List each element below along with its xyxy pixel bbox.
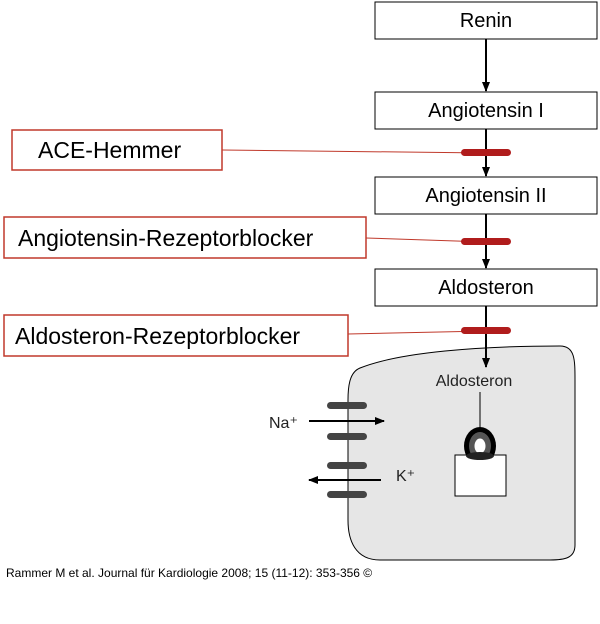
block-bar-mra xyxy=(461,327,511,334)
box-renin-label: Renin xyxy=(460,10,512,32)
nucleus-box xyxy=(454,454,507,497)
block-bar-ace xyxy=(461,149,511,156)
box-renin xyxy=(374,1,598,40)
channel-bar-1 xyxy=(327,402,367,409)
box-angiotensin-1-label: Angiotensin I xyxy=(428,100,544,122)
inhibitor-mra-box xyxy=(3,314,349,357)
box-aldosteron xyxy=(374,268,598,307)
connector-ace xyxy=(221,149,487,154)
channel-bar-4 xyxy=(327,491,367,498)
ion-na-label: Na⁺ xyxy=(269,415,298,432)
block-bar-arb xyxy=(461,238,511,245)
inhibitor-arb-label: Angiotensin-Rezeptorblocker xyxy=(18,225,314,251)
inhibitor-arb-box xyxy=(3,216,367,259)
cell-aldosteron-label: Aldosteron xyxy=(436,373,513,390)
channel-bar-2 xyxy=(327,433,367,440)
inhibitor-ace-label: ACE-Hemmer xyxy=(38,137,181,163)
receptor-ring-front xyxy=(466,452,494,460)
box-angiotensin-2-label: Angiotensin II xyxy=(425,185,546,207)
citation: Rammer M et al. Journal für Kardiologie … xyxy=(6,566,373,580)
inhibitor-mra-label: Aldosteron-Rezeptorblocker xyxy=(15,323,300,349)
ion-k-label: K⁺ xyxy=(396,468,415,485)
box-aldosteron-label: Aldosteron xyxy=(438,277,534,299)
receptor-ring-inner xyxy=(474,438,486,454)
box-angiotensin-2 xyxy=(374,176,598,215)
inhibitor-ace-box xyxy=(11,129,223,171)
channel-bar-3 xyxy=(327,462,367,469)
